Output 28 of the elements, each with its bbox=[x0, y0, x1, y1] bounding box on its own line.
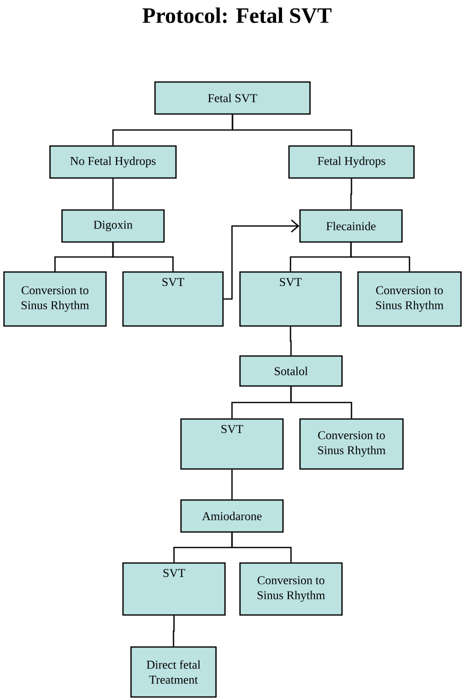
connector bbox=[350, 178, 352, 210]
connector bbox=[112, 178, 114, 210]
process-box: SVT bbox=[122, 271, 224, 327]
process-box: SVT bbox=[122, 562, 226, 616]
process-box: Amiodarone bbox=[180, 499, 284, 533]
connector bbox=[350, 242, 410, 272]
process-box: SVT bbox=[180, 418, 284, 470]
connector bbox=[231, 532, 292, 562]
process-box: Digoxin bbox=[61, 209, 165, 243]
connector bbox=[231, 470, 233, 500]
process-box: Direct fetal Treatment bbox=[130, 646, 217, 698]
process-box: Conversion to Sinus Rhythm bbox=[357, 271, 462, 327]
process-box: Flecainide bbox=[299, 209, 403, 243]
connector bbox=[290, 386, 352, 418]
connector bbox=[224, 220, 300, 300]
process-box: Sotalol bbox=[239, 355, 343, 387]
connector bbox=[232, 114, 352, 146]
process-box: Conversion to Sinus Rhythm bbox=[239, 562, 343, 616]
connector bbox=[290, 326, 292, 356]
title: Protocol: Fetal SVT bbox=[142, 8, 332, 24]
process-box: Fetal Hydrops bbox=[288, 145, 415, 179]
process-box: SVT bbox=[239, 271, 342, 327]
process-box: No Fetal Hydrops bbox=[49, 145, 177, 179]
connector bbox=[112, 242, 174, 272]
connector bbox=[172, 616, 175, 646]
process-box: Conversion to Sinus Rhythm bbox=[299, 418, 404, 470]
process-box: Fetal SVT bbox=[154, 81, 311, 115]
process-box: Conversion to Sinus Rhythm bbox=[3, 271, 107, 327]
